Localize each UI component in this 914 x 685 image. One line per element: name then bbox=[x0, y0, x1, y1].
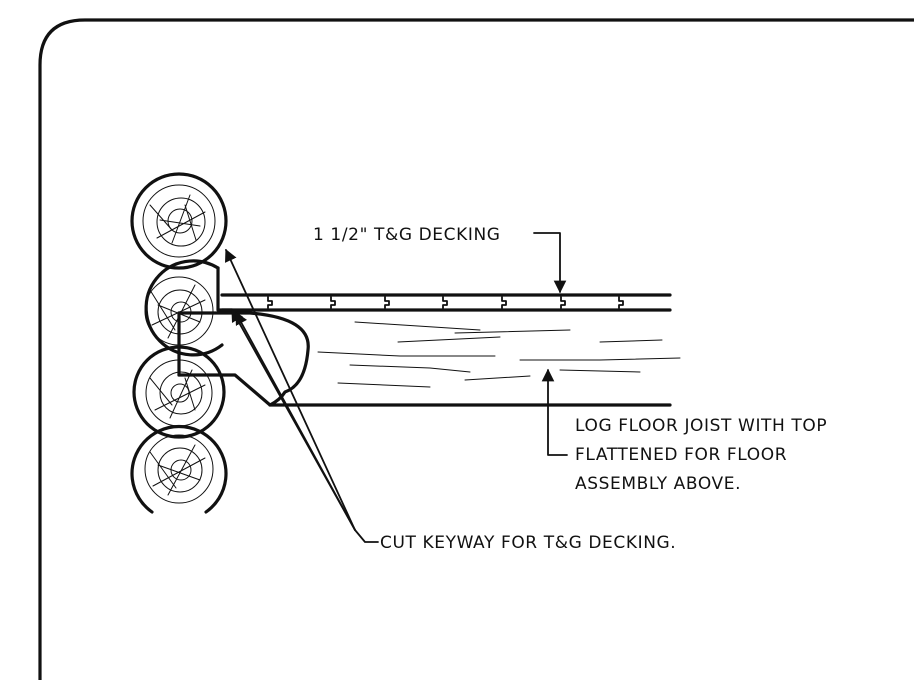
label-decking: 1 1/2" T&G DECKING bbox=[313, 225, 501, 245]
label-joist-line1: LOG FLOOR JOIST WITH TOP bbox=[575, 416, 827, 436]
joist-leader bbox=[541, 368, 568, 456]
log-wall bbox=[130, 172, 234, 514]
wall-log-4 bbox=[130, 424, 228, 514]
drawing-frame bbox=[38, 18, 914, 682]
joist-grain bbox=[317, 321, 681, 388]
decking-leader bbox=[533, 232, 567, 294]
leaders bbox=[225, 232, 568, 543]
decking-joints bbox=[267, 296, 624, 309]
keyway-leader-3 bbox=[235, 311, 356, 531]
log-floor-joist bbox=[177, 311, 681, 407]
keyway-notch bbox=[216, 266, 234, 312]
keyway-leader-base bbox=[354, 529, 379, 543]
label-keyway: CUT KEYWAY FOR T&G DECKING. bbox=[380, 533, 676, 553]
tg-decking bbox=[220, 293, 672, 312]
label-joist-line3: ASSEMBLY ABOVE. bbox=[575, 474, 741, 494]
wall-log-2 bbox=[144, 259, 224, 357]
keyway-leader-1 bbox=[225, 248, 356, 531]
wall-log-1 bbox=[130, 172, 228, 270]
label-joist-line2: FLATTENED FOR FLOOR bbox=[575, 445, 787, 465]
